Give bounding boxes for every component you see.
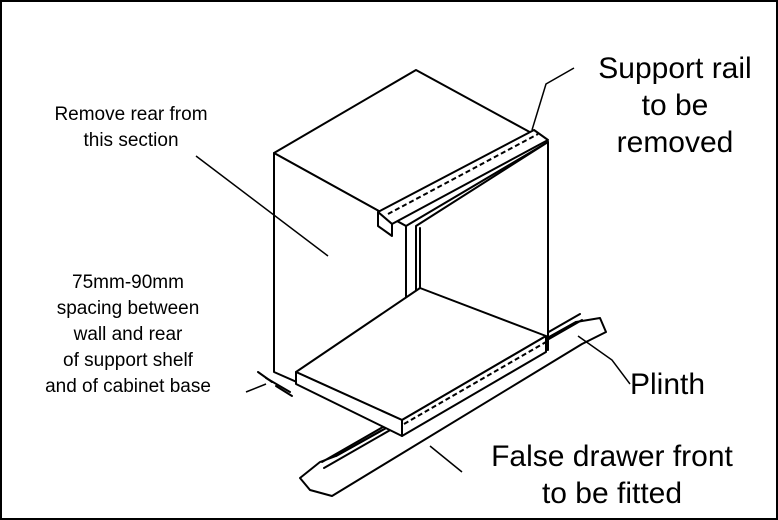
support-rail [377,129,549,237]
spacing-label-line5: and of cabinet base [45,376,211,397]
false-drawer-label-line1: False drawer front [491,440,733,473]
leader-lines [195,67,631,473]
support-rail-label-line3: removed [617,126,734,159]
plinth-label: Plinth [630,368,705,401]
support-rail-label-line1: Support rail [598,52,751,85]
remove-rear-label-line1: Remove rear from [54,104,207,125]
spacing-label-line2: spacing between [57,298,200,319]
support-rail-label-line2: to be [642,89,709,122]
spacing-label-line3: wall and rear [73,324,183,345]
remove-rear-label-line2: this section [83,130,178,151]
cabinet-base-shelf [295,287,547,437]
spacing-dimension [245,371,293,397]
false-drawer-label-line2: to be fitted [542,477,682,510]
spacing-label-line4: of support shelf [63,350,194,371]
spacing-label-line1: 75mm-90mm [72,272,184,293]
